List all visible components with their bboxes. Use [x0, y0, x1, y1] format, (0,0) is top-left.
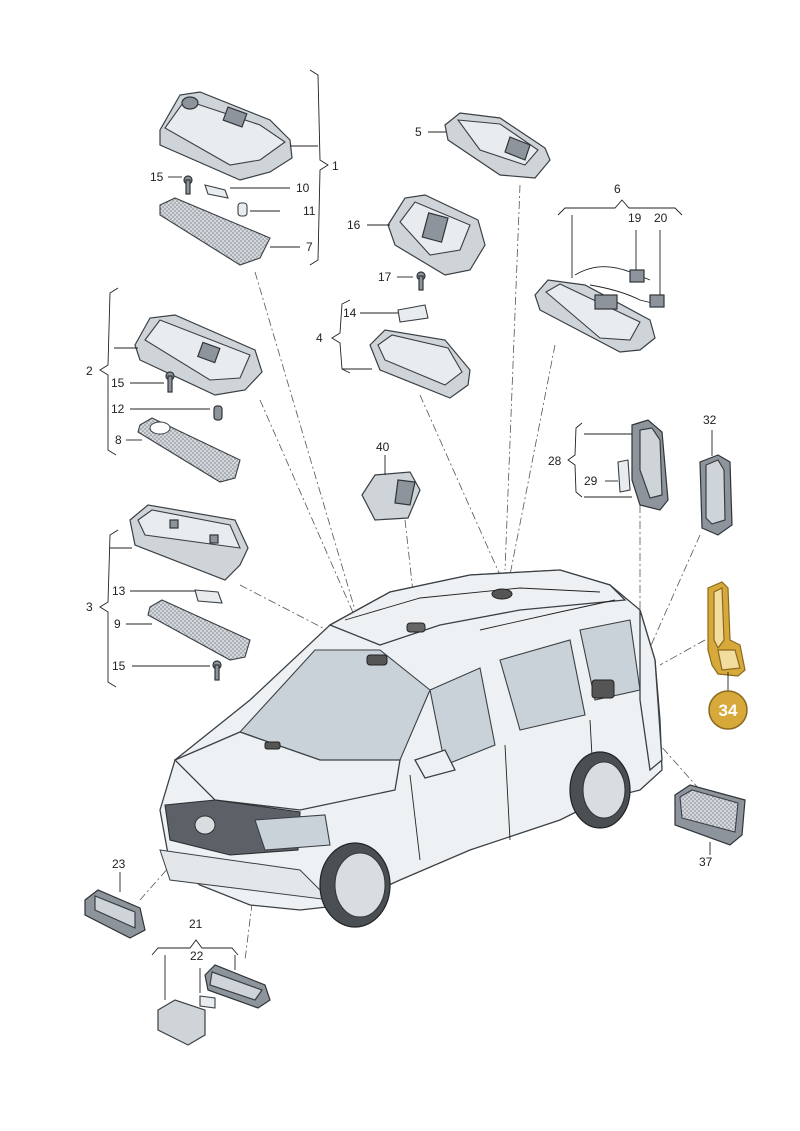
label-part-8: 8	[115, 433, 122, 447]
callout-34-badge	[708, 690, 748, 730]
label-part-13: 13	[112, 584, 126, 598]
label-part-28: 28	[548, 454, 562, 468]
label-part-37: 37	[699, 855, 713, 869]
label-part-11: 11	[303, 204, 316, 218]
label-part-4: 4	[316, 331, 323, 345]
label-part-32: 32	[703, 413, 717, 427]
assembly-28-lamp-holder: 28 29	[548, 419, 669, 511]
label-part-16: 16	[347, 218, 361, 232]
part-16-light-housing: 16 17	[347, 194, 486, 291]
label-part-10: 10	[296, 181, 310, 195]
label-part-15-a: 15	[150, 170, 164, 184]
label-part-3: 3	[86, 600, 93, 614]
label-part-2: 2	[86, 364, 93, 378]
part-32-housing: 32	[699, 413, 733, 536]
assembly-3-cargo-light: 3 13 9 15	[86, 504, 251, 688]
part-23-switch-module: 23	[84, 857, 146, 939]
assembly-6-light-with-wiring: 6 19 20	[534, 182, 683, 353]
label-part-9: 9	[114, 617, 121, 631]
part-37-rear-light: 37	[674, 784, 746, 869]
label-part-21: 21	[189, 917, 203, 931]
label-part-1: 1	[332, 159, 339, 173]
label-part-19: 19	[628, 211, 642, 225]
assembly-2-interior-light: 2 15 12 8	[86, 287, 263, 483]
label-part-15-c: 15	[112, 659, 126, 673]
label-part-17: 17	[378, 270, 392, 284]
label-part-29: 29	[584, 474, 598, 488]
label-part-40: 40	[376, 440, 390, 454]
label-part-15-b: 15	[111, 376, 125, 390]
label-part-22: 22	[190, 949, 204, 963]
label-part-7: 7	[306, 240, 313, 254]
label-part-23: 23	[112, 857, 126, 871]
part-34-highlighted-holder: 34	[707, 581, 748, 730]
callout-34-label: 34	[719, 701, 738, 720]
label-part-20: 20	[654, 211, 668, 225]
vehicle-illustration	[159, 569, 663, 928]
label-part-14: 14	[343, 306, 357, 320]
label-part-12: 12	[111, 402, 125, 416]
label-part-5: 5	[415, 125, 422, 139]
assembly-1-interior-light: 1 15 10 11 7	[150, 69, 339, 266]
part-40-switch: 40	[361, 440, 421, 521]
part-5-roof-light: 5	[415, 112, 551, 179]
assembly-4-reading-light: 14 4	[316, 299, 471, 399]
label-part-6: 6	[614, 182, 621, 196]
assembly-21-light-unit: 21 22	[151, 917, 271, 1046]
